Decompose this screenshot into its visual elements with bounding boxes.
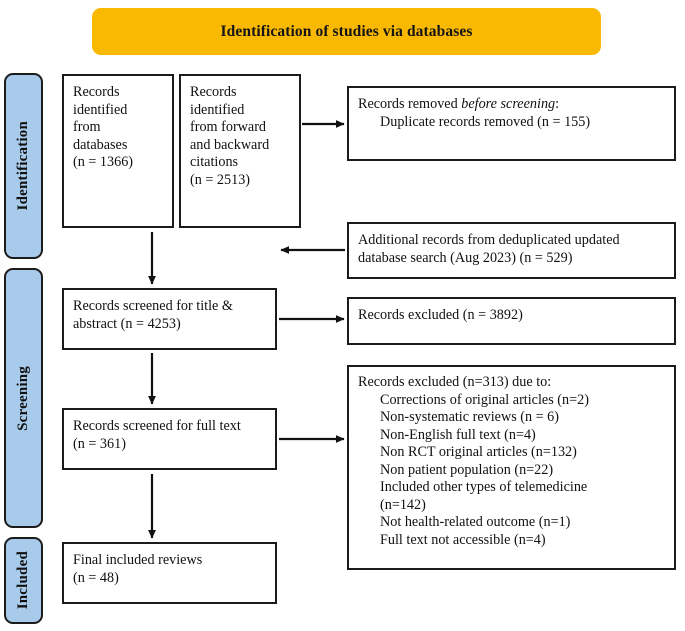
exclusion-reason: Non-English full text (n=4) [380,426,536,443]
box-count: abstract (n = 4253) [73,315,181,332]
stage-label-identification: Identification [4,73,43,259]
box-count: (n = 1366) [73,154,134,171]
box-records-identified-databases: Records identified from databases (n = 1… [62,74,174,228]
stage-included-text: Included [15,551,31,610]
removed-suffix: : [555,96,560,112]
diagram-banner: Identification of studies via databases [92,8,601,55]
box-line: Records screened for title & [73,298,233,314]
stage-identification-text: Identification [15,121,31,211]
excluded-reasons-heading: Records excluded (n=313) due to: [358,374,552,390]
exclusion-reason: Non patient population (n=22) [380,461,554,478]
duplicate-records-line: Duplicate records removed (n = 155) [380,113,591,130]
box-line: Records screened for full text [73,418,241,434]
box-records-screened-title-abstract: Records screened for title & abstract (n… [62,288,277,350]
removed-italic: before screening [461,96,556,112]
box-line: Final included reviews [73,552,203,568]
exclusion-reason: Included other types of telemedicine [380,479,588,496]
box-line: identified [73,101,128,118]
box-count: (n = 361) [73,435,126,452]
box-line: Records excluded (n = 3892) [358,307,523,323]
box-count: (n = 48) [73,569,119,586]
box-line: Records [190,84,237,100]
box-records-screened-full-text: Records screened for full text (n = 361) [62,408,277,470]
exclusion-reason: Non RCT original articles (n=132) [380,444,577,461]
box-heading: Records removed before screening: [358,96,665,114]
exclusion-reason-continuation: (n=142) [380,496,426,513]
box-count: (n = 2513) [190,172,251,189]
box-records-identified-citations: Records identified from forward and back… [179,74,301,228]
box-line: from [73,119,101,136]
box-final-included-reviews: Final included reviews (n = 48) [62,542,277,604]
removed-prefix: Records removed [358,96,462,112]
exclusion-reason: Full text not accessible (n=4) [380,531,546,548]
box-line: Additional records from deduplicated upd… [358,232,620,248]
box-line: databases [73,136,128,153]
box-records-removed-before-screening: Records removed before screening: Duplic… [347,86,676,161]
exclusion-reason: Non-systematic reviews (n = 6) [380,409,559,426]
box-line: Records [73,84,120,100]
exclusion-reason: Corrections of original articles (n=2) [380,391,589,408]
stage-label-screening: Screening [4,268,43,528]
exclusion-reason: Not health-related outcome (n=1) [380,514,571,531]
box-records-excluded-screening: Records excluded (n = 3892) [347,297,676,345]
box-line: identified [190,101,245,118]
box-records-excluded-with-reasons: Records excluded (n=313) due to: Correct… [347,365,676,570]
box-line: database search (Aug 2023) (n = 529) [358,249,573,266]
stage-screening-text: Screening [15,365,31,431]
banner-title: Identification of studies via databases [220,22,473,40]
stage-label-included: Included [4,537,43,624]
box-line: from forward [190,119,267,136]
box-additional-records-deduplicated: Additional records from deduplicated upd… [347,222,676,279]
box-line: and backward [190,136,270,153]
box-line: citations [190,154,239,171]
